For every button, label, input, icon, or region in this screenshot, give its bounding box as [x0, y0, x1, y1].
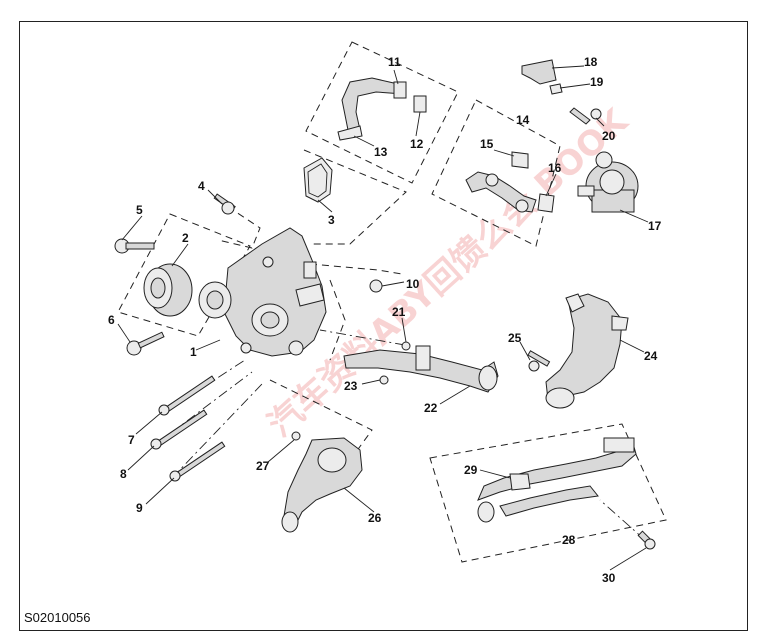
- part-long-bolt-8: [155, 409, 208, 448]
- part-bracket: [521, 59, 563, 95]
- callout-25: 25: [508, 331, 522, 345]
- callout-7: 7: [128, 433, 135, 447]
- group-outline-4: [217, 199, 261, 249]
- part-water-pump-housing: [198, 227, 327, 357]
- part-thermostat-housing: [545, 293, 629, 409]
- part-pulley: [143, 263, 193, 317]
- callout-18: 18: [584, 55, 598, 69]
- part-bolt-5: [114, 238, 155, 254]
- part-bolt-30-head: [644, 538, 656, 550]
- part-hose-assembly: [477, 437, 637, 523]
- part-bolt-25: [527, 350, 551, 367]
- bolt-axis-9: [171, 383, 263, 479]
- part-long-bolt-7: [163, 375, 216, 414]
- part-coolant-pipe: [343, 341, 499, 393]
- bolt-axis-30: [599, 499, 646, 541]
- part-clamp-15: [511, 151, 529, 169]
- part-clamp-29: [509, 473, 531, 491]
- callout-5: 5: [136, 203, 143, 217]
- part-clamp-16: [537, 193, 555, 213]
- callout-19: 19: [590, 75, 604, 89]
- part-bolt-23: [379, 375, 389, 385]
- group-outline-11: [305, 41, 459, 184]
- part-outlet-housing: [281, 437, 363, 533]
- part-bolt-25-head: [528, 360, 540, 372]
- callout-22: 22: [424, 401, 438, 415]
- part-long-bolt-9: [173, 441, 226, 480]
- callout-24: 24: [644, 349, 658, 363]
- callout-28: 28: [562, 533, 576, 547]
- callout-16: 16: [548, 161, 562, 175]
- part-long-bolt-9-head: [169, 470, 181, 482]
- callout-11: 11: [388, 55, 401, 69]
- part-bolt-6: [126, 331, 165, 356]
- part-bolt-27: [291, 431, 301, 441]
- callout-15: 15: [480, 137, 494, 151]
- callout-21: 21: [392, 305, 406, 319]
- callout-27: 27: [256, 459, 270, 473]
- callout-6: 6: [108, 313, 115, 327]
- callout-30: 30: [602, 571, 616, 585]
- callout-26: 26: [368, 511, 382, 525]
- part-heater-hose: [465, 171, 537, 213]
- part-bolt-20: [569, 107, 591, 125]
- part-upper-hose: [341, 77, 407, 131]
- group-outline-10: [309, 263, 403, 275]
- callout-23: 23: [344, 379, 358, 393]
- callout-9: 9: [136, 501, 143, 515]
- figure-code: S02010056: [24, 610, 91, 625]
- bolt-axis-21: [319, 329, 406, 346]
- group-outline-1: [303, 149, 407, 245]
- group-outline-28: [429, 423, 667, 563]
- part-hose-clip-12: [413, 95, 427, 113]
- group-outline-26: [269, 379, 373, 453]
- group-outline-1b: [329, 279, 346, 361]
- diagram-frame: [19, 21, 748, 631]
- callout-2: 2: [182, 231, 189, 245]
- callout-13: 13: [374, 145, 388, 159]
- leader-lines: [117, 65, 649, 571]
- callout-10: 10: [406, 277, 420, 291]
- callout-29: 29: [464, 463, 478, 477]
- callout-12: 12: [410, 137, 424, 151]
- callout-labels: 1 2 3 4 5 6 7 8 9 10 11 12 13 14 15 16 1…: [108, 55, 662, 585]
- callout-3: 3: [328, 213, 335, 227]
- part-bolt-10: [369, 279, 383, 293]
- callout-20: 20: [602, 129, 616, 143]
- callout-1: 1: [190, 345, 197, 359]
- part-auxiliary-pump: [577, 151, 639, 213]
- callout-8: 8: [120, 467, 127, 481]
- part-bolt-20-head: [590, 108, 602, 120]
- callout-17: 17: [648, 219, 662, 233]
- part-bolt-4: [213, 193, 236, 215]
- callout-4: 4: [198, 179, 205, 193]
- part-gasket: [303, 157, 333, 203]
- callout-14: 14: [516, 113, 530, 127]
- group-outline-14: [431, 99, 561, 247]
